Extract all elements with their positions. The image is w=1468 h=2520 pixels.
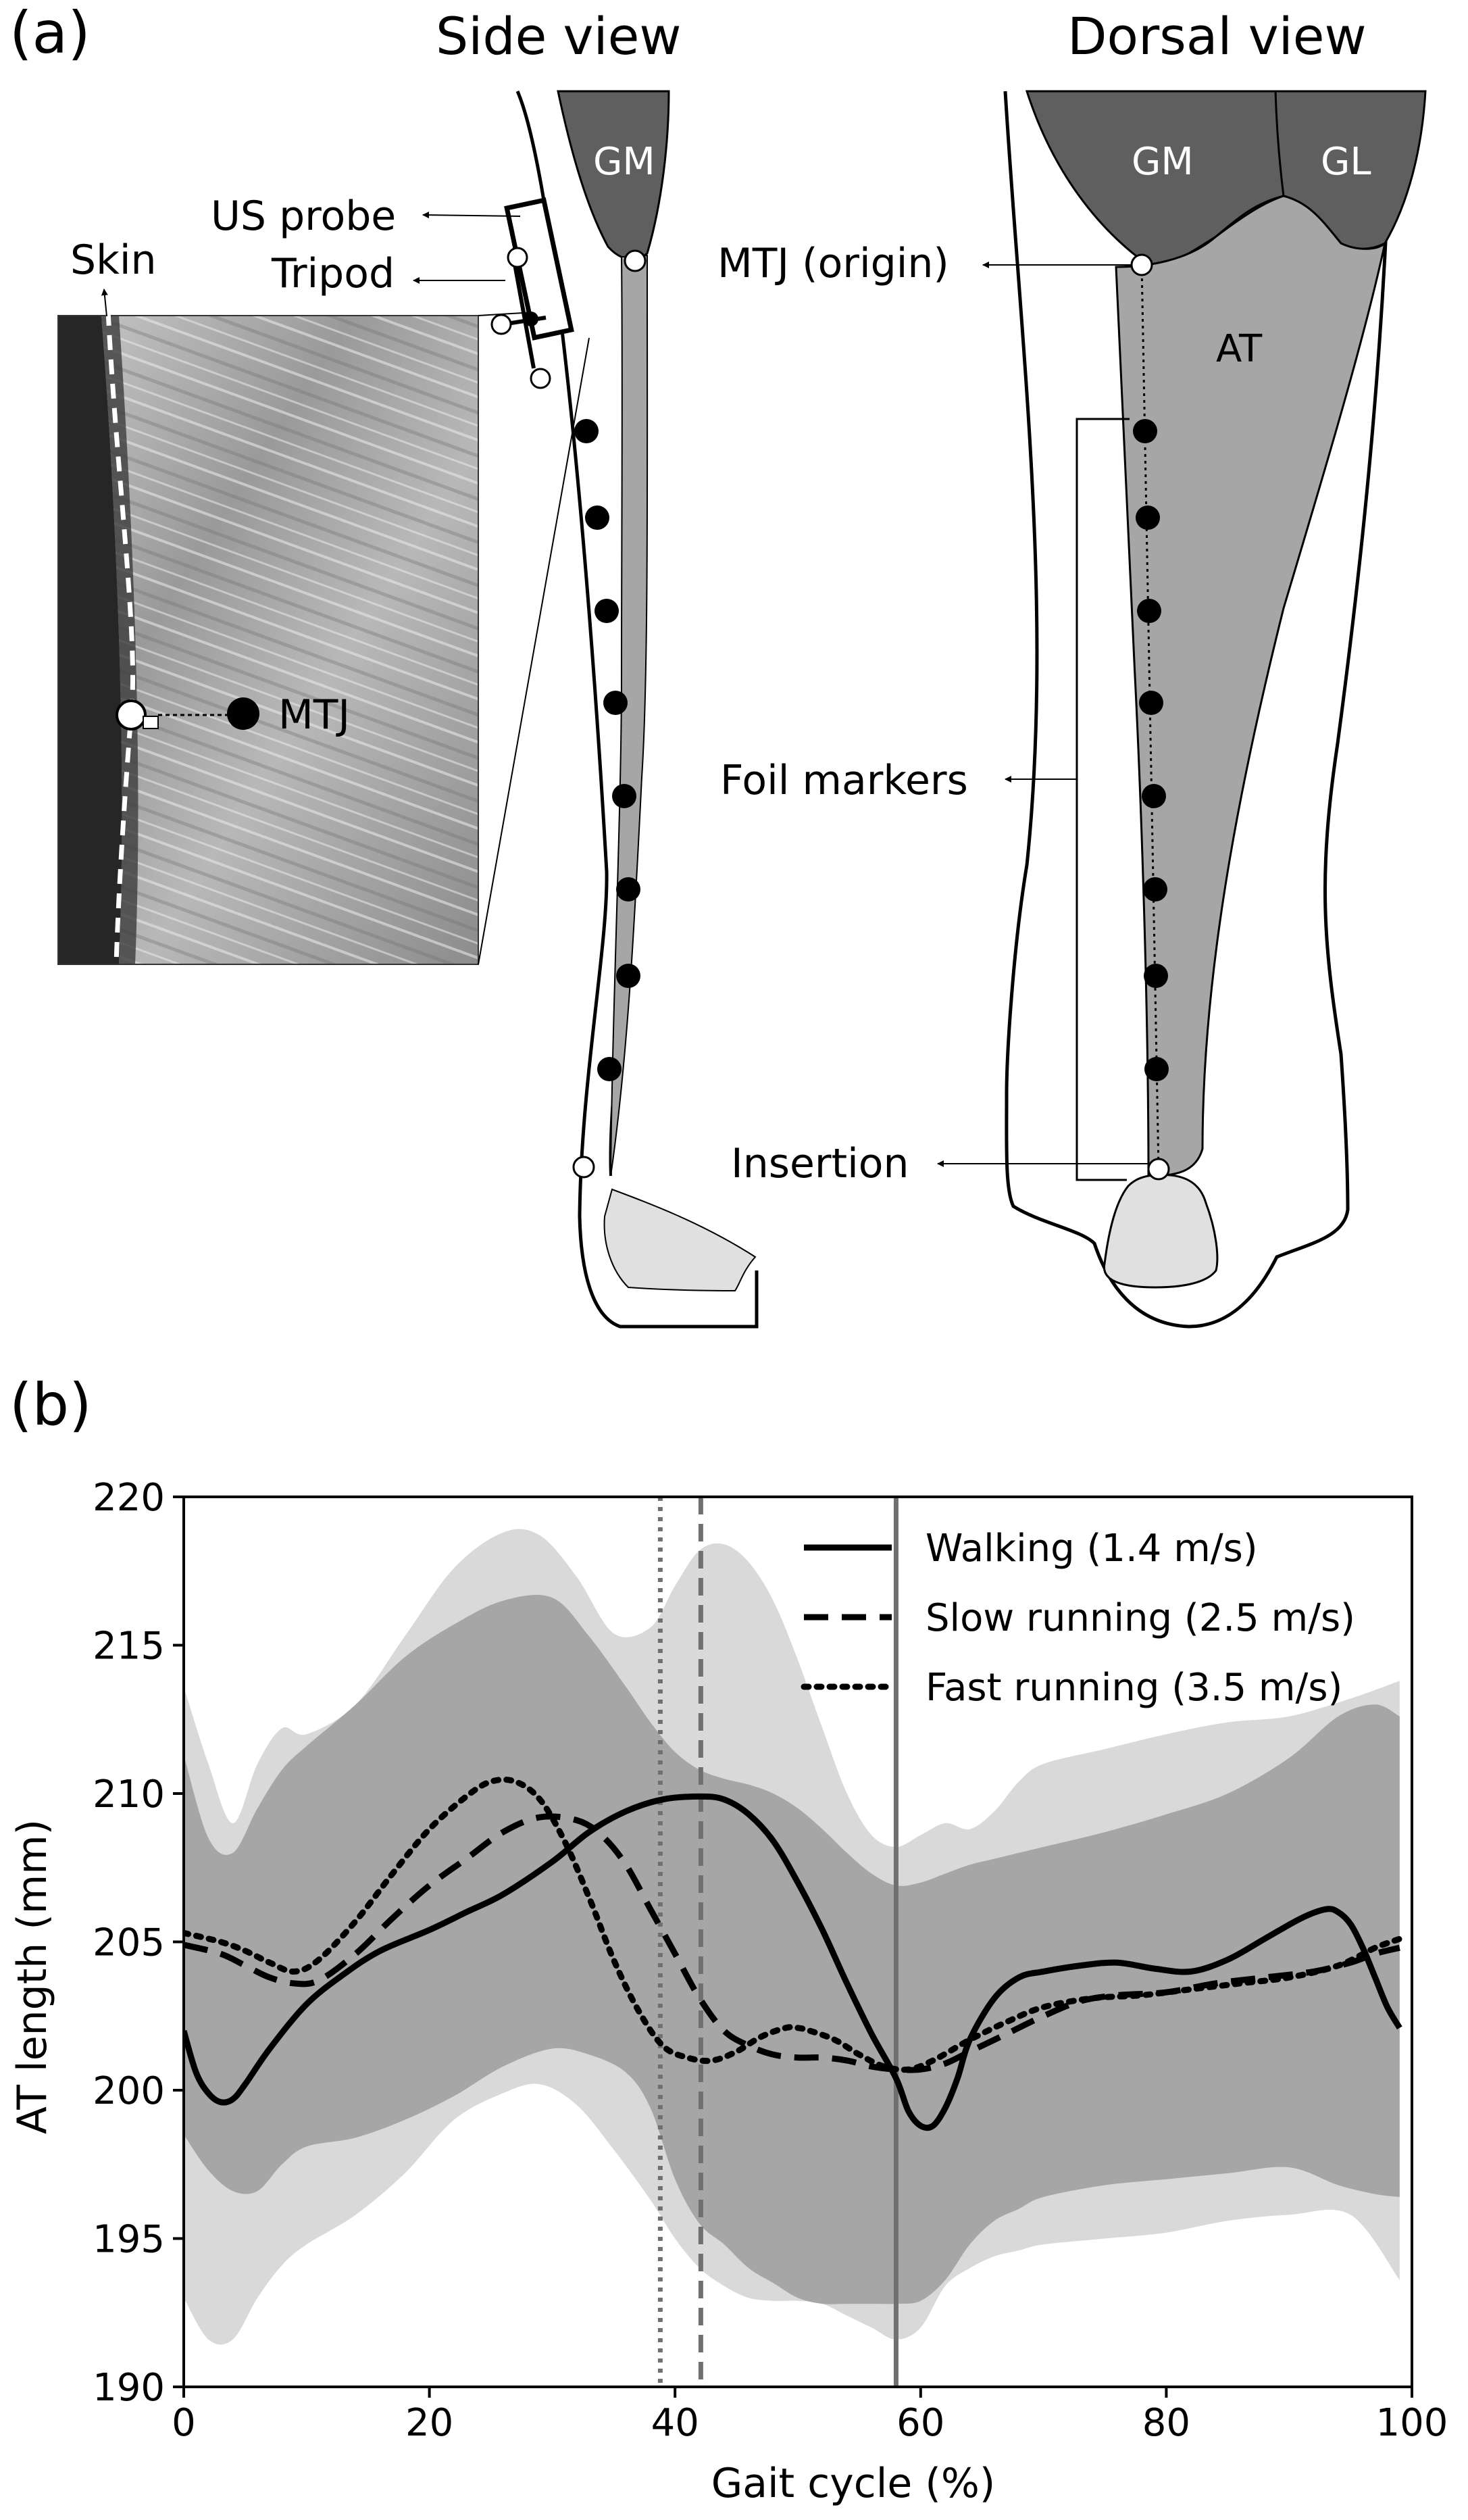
x-tick-label: 20 [405, 2401, 453, 2445]
skin-arrow [101, 289, 108, 317]
dorsal-foil-markers [1133, 419, 1169, 1081]
ultrasound-image [57, 315, 479, 965]
side-foil-markers [572, 419, 640, 1179]
panel-a: (a) Skin MTJ Side view GM [9, 0, 1427, 1329]
series-line-dotted [184, 1776, 1403, 2073]
legend-label: Fast running (3.5 m/s) [926, 1666, 1342, 1710]
y-tick-label: 220 [93, 1476, 165, 1520]
mtj-filled-marker [227, 697, 259, 730]
y-tick-label: 215 [93, 1625, 165, 1669]
legend-label: Walking (1.4 m/s) [926, 1527, 1258, 1571]
y-tick-label: 210 [93, 1773, 165, 1817]
dorsal-gm-label: GM [1132, 140, 1194, 184]
x-tick-label: 60 [896, 2401, 944, 2445]
legend-label: Slow running (2.5 m/s) [926, 1596, 1355, 1640]
dorsal-at-label: AT [1216, 327, 1263, 371]
plot-area [184, 1497, 1403, 2387]
mtj-origin-label: MTJ (origin) [717, 240, 949, 287]
dorsal-view-title: Dorsal view [1067, 6, 1367, 66]
side-mtj-marker [624, 249, 647, 272]
panel-b-label: (b) [9, 1371, 92, 1439]
mtj-label: MTJ [278, 691, 350, 739]
dorsal-view-leg [1003, 90, 1427, 1329]
us-probe [504, 197, 574, 341]
panel-b: (b) 0 20 40 60 80 100 190 195 200 205 210 215 220 Ga… [9, 1371, 1448, 2507]
variability-band-2 [184, 1595, 1400, 2304]
insertion-marker [1147, 1158, 1170, 1181]
y-axis-label: AT length (mm) [9, 1819, 56, 2134]
axes: 0 20 40 60 80 100 190 195 200 205 210 215 220 [93, 1476, 1448, 2445]
x-tick-label: 40 [651, 2401, 699, 2445]
mtj-origin-marker [1130, 253, 1153, 276]
legend: Walking (1.4 m/s) Slow running (2.5 m/s) F… [801, 1527, 1355, 1710]
tripod [490, 247, 551, 389]
foil-markers-label: Foil markers [720, 757, 968, 804]
tripod-label: Tripod [271, 250, 395, 297]
x-tick-label: 80 [1142, 2401, 1190, 2445]
x-axis-label: Gait cycle (%) [711, 2460, 996, 2507]
insertion-label: Insertion [731, 1140, 909, 1187]
x-tick-label: 100 [1376, 2401, 1448, 2445]
y-tick-label: 200 [93, 2069, 165, 2113]
y-tick-label: 190 [93, 2366, 165, 2410]
side-view-leg [515, 90, 759, 1329]
us-probe-label: US probe [211, 193, 396, 240]
panel-a-label: (a) [9, 0, 91, 67]
us-probe-arrow [422, 212, 521, 219]
side-view-title: Side view [436, 6, 682, 66]
skin-label: Skin [70, 237, 157, 284]
series-line-solid [184, 1793, 1402, 2131]
y-tick-label: 205 [93, 1921, 165, 1965]
x-tick-label: 0 [172, 2401, 196, 2445]
y-tick-label: 195 [93, 2218, 165, 2262]
side-view-gm-label: GM [593, 140, 655, 184]
foil-markers-bracket [1075, 418, 1130, 1181]
dorsal-gl-label: GL [1321, 140, 1371, 184]
mtj-open-marker [116, 699, 147, 731]
